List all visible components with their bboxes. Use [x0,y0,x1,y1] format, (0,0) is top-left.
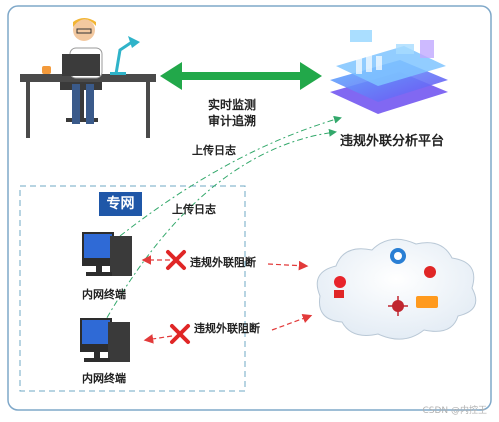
upload-log-arc-terminal-2 [99,128,337,331]
upload-log-arc-terminal-1 [119,115,342,237]
internal-terminal-1-illustration [82,232,132,276]
upload-log-label-1: 上传日志 [192,144,236,157]
operator-at-desk-illustration [20,18,156,138]
platform-label: 违规外联分析平台 [340,134,445,149]
block-arrow-2-from-internet [271,313,313,331]
audit-label-line2: 审计追溯 [208,114,257,128]
block-x-mark-1 [166,250,186,270]
internal-terminal-2-illustration [80,318,130,362]
ttzcp-logo-icon [416,296,438,308]
block-arrow-2-to-terminal [143,334,173,344]
internet-cloud-illustration [316,238,477,340]
private-network-badge: 专网 [99,192,142,216]
weibo-logo-icon [334,276,346,288]
upload-log-label-2: 上传日志 [172,203,216,216]
block-arrow-1-from-internet [267,260,309,271]
lottery-logo-icon [424,266,436,278]
block-label-1: 违规外联阻断 [190,256,256,269]
terminal-2-label: 内网终端 [82,372,126,385]
block-label-2: 违规外联阻断 [194,322,260,335]
jd-logo-icon [334,290,344,298]
private-network-box [19,185,246,392]
watermark: CSDN @内控王 [422,406,487,416]
monitor-audit-two-way-arrow [160,62,322,90]
terminal-1-label: 内网终端 [82,288,126,301]
analysis-platform-illustration [330,30,448,114]
monitor-label-line1: 实时监测 [208,98,257,112]
outer-frame [7,5,492,411]
block-x-mark-2 [170,324,190,344]
